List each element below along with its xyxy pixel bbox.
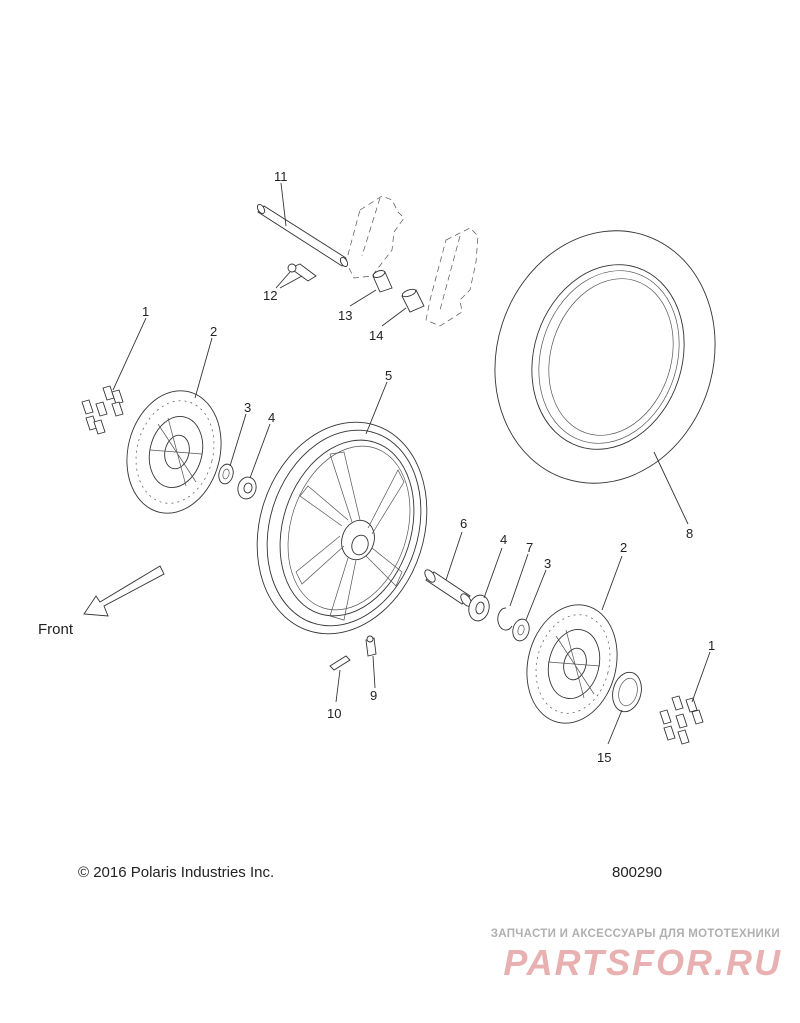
- callout-5: 5: [385, 368, 392, 383]
- watermark-brand: PARTSFOR.RU: [503, 942, 782, 983]
- callout-6: 6: [460, 516, 467, 531]
- bearing-left: [237, 476, 257, 500]
- callout-12: 12: [263, 288, 277, 303]
- disc-bolts-right: [659, 695, 704, 745]
- seal-right: [512, 618, 530, 642]
- callout-3-left: 3: [244, 400, 251, 415]
- callout-7: 7: [526, 540, 533, 555]
- fork-leg-right: [425, 227, 479, 327]
- tone-ring: [612, 671, 642, 713]
- axle: [256, 203, 349, 268]
- valve-stem: [365, 635, 377, 657]
- callout-4-right: 4: [500, 532, 507, 547]
- spacer-13: [372, 270, 393, 293]
- bearing-right: [468, 594, 490, 622]
- axle-spacer: [424, 569, 472, 607]
- copyright-notice: © 2016 Polaris Industries Inc.: [78, 864, 275, 881]
- callout-13: 13: [338, 308, 352, 323]
- callout-labels: 1 2 3 4 5 6 4 7 3 2 1 8 9 10 11 12 13 14…: [38, 169, 715, 765]
- callout-8: 8: [686, 526, 693, 541]
- brake-disc-left: [126, 390, 222, 514]
- callout-1-left: 1: [142, 304, 149, 319]
- seal-left: [218, 463, 234, 485]
- disc-bolts-left: [81, 385, 124, 435]
- callout-11: 11: [274, 169, 288, 184]
- callout-4-left: 4: [268, 410, 275, 425]
- callout-3-right: 3: [544, 556, 551, 571]
- front-label: Front: [38, 621, 74, 638]
- leader-lines: [112, 182, 711, 745]
- callout-2-right: 2: [620, 540, 627, 555]
- wheel: [256, 421, 428, 635]
- tire: [494, 230, 716, 484]
- callout-10: 10: [327, 706, 341, 721]
- spacer-14: [401, 288, 425, 313]
- front-arrow: [83, 565, 165, 617]
- figure-number: 800290: [612, 864, 663, 881]
- callout-2-left: 2: [210, 324, 217, 339]
- watermark-tagline: ЗАПЧАСТИ И АКСЕССУАРЫ ДЛЯ МОТОТЕХНИКИ: [490, 928, 780, 940]
- callout-1-right: 1: [708, 638, 715, 653]
- pinch-bolts: [287, 263, 317, 282]
- circlip: [497, 607, 513, 631]
- brake-disc-right: [526, 604, 618, 724]
- callout-15: 15: [597, 750, 611, 765]
- fork-leg-left: [345, 195, 405, 279]
- valve-cap: [329, 655, 351, 671]
- callout-9: 9: [370, 688, 377, 703]
- callout-14: 14: [369, 328, 383, 343]
